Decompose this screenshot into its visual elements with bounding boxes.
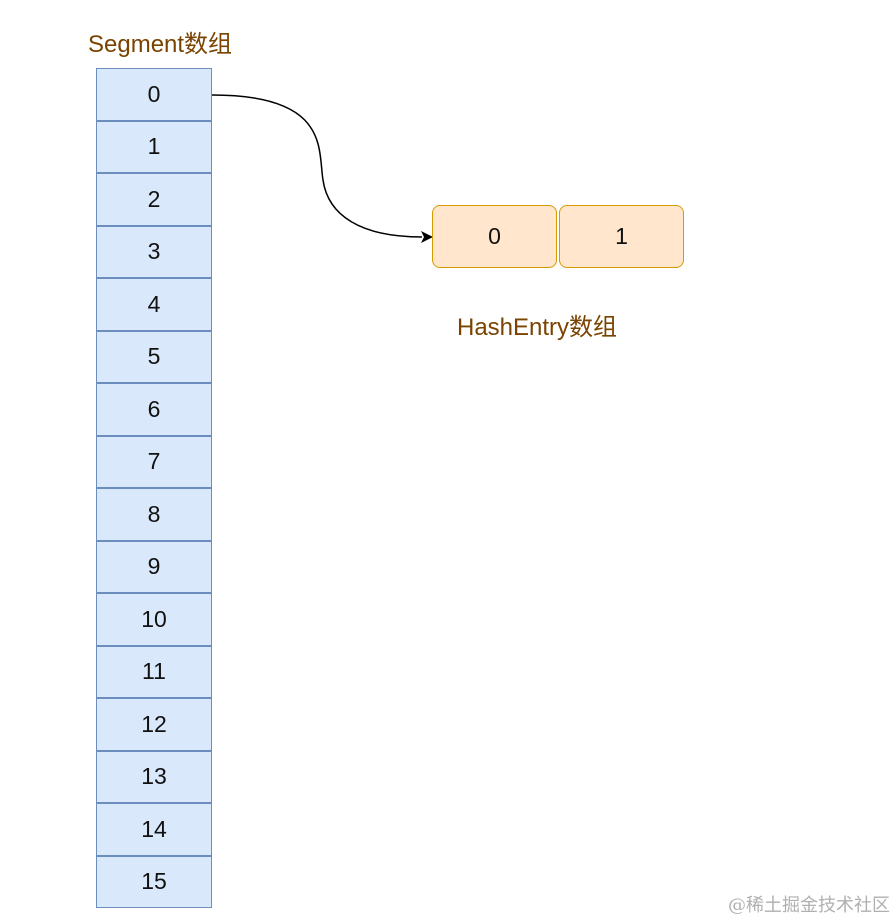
segment-cell: 8 — [96, 488, 212, 541]
segment-cell: 15 — [96, 855, 212, 908]
segment-cell: 12 — [96, 698, 212, 751]
segment-cell: 5 — [96, 330, 212, 383]
segment-cell: 3 — [96, 225, 212, 278]
segment-cell: 14 — [96, 803, 212, 856]
segment-cell: 6 — [96, 383, 212, 436]
segment-cell: 9 — [96, 540, 212, 593]
segment-cell: 10 — [96, 593, 212, 646]
segment-cell: 0 — [96, 68, 212, 121]
segment-cell: 11 — [96, 645, 212, 698]
segment-cell: 13 — [96, 750, 212, 803]
segment-cell: 4 — [96, 278, 212, 331]
segment-cell: 7 — [96, 435, 212, 488]
hashentry-cell: 0 — [432, 205, 557, 268]
hashentry-cell: 1 — [559, 205, 684, 268]
watermark: @稀土掘金技术社区 — [728, 895, 890, 916]
segment-cell: 1 — [96, 120, 212, 173]
hashentry-array-title: HashEntry数组 — [457, 314, 618, 341]
segment-array-title: Segment数组 — [88, 31, 233, 58]
segment-cell: 2 — [96, 173, 212, 226]
